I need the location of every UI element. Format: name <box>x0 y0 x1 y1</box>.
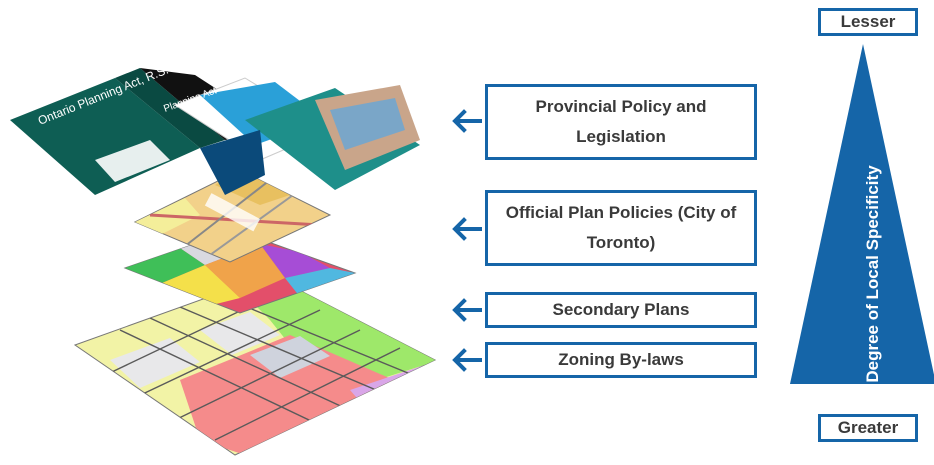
scale-top-label: Lesser <box>818 8 918 36</box>
scale-bottom-label: Greater <box>818 414 918 442</box>
scale-bottom-text: Greater <box>837 418 899 437</box>
level-zoning-bylaws: Zoning By-laws <box>485 342 757 378</box>
specificity-triangle: Degree of Local Specificity <box>790 44 934 384</box>
arrow-left-icon <box>452 109 482 133</box>
scale-axis-label: Degree of Local Specificity <box>863 165 882 383</box>
level-label: Official Plan Policies (City of Toronto) <box>505 203 737 252</box>
level-label: Provincial Policy and Legislation <box>535 97 707 146</box>
arrow-left-icon <box>452 348 482 372</box>
level-secondary-plans: Secondary Plans <box>485 292 757 328</box>
arrow-left-icon <box>452 298 482 322</box>
scale-top-text: Lesser <box>840 12 896 31</box>
planning-layers-illustration: Ontario Planning Act, R.S.O. 1990 Planni… <box>10 46 437 456</box>
level-provincial-policy: Provincial Policy and Legislation <box>485 84 757 160</box>
official-plan-layer <box>133 169 332 263</box>
level-label: Secondary Plans <box>552 300 690 319</box>
level-label: Zoning By-laws <box>558 350 684 369</box>
arrow-left-icon <box>452 217 482 241</box>
provincial-documents-layer: Ontario Planning Act, R.S.O. 1990 Planni… <box>10 46 420 195</box>
level-official-plan: Official Plan Policies (City of Toronto) <box>485 190 757 266</box>
